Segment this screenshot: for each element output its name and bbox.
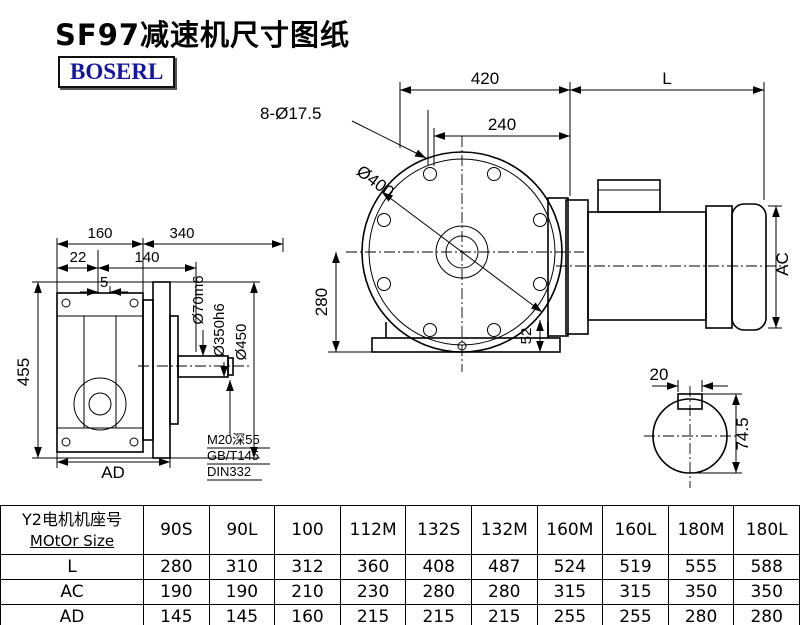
dim-20-label: 20 — [650, 365, 669, 384]
cell: 230 — [339, 579, 407, 605]
motor-size-table: Y2电机机座号 MOtOr Size 90S 90L 100 112M 132S… — [0, 505, 800, 625]
header-motor-size-en: MOtOr Size — [29, 532, 115, 550]
cell: 312 — [274, 554, 341, 580]
header-motor-size: Y2电机机座号 MOtOr Size — [0, 505, 144, 555]
tap-note-line1: M20深55 — [207, 432, 260, 447]
cell: 310 — [208, 554, 276, 580]
dim-240-label: 240 — [488, 115, 516, 134]
col-header: 112M — [339, 505, 407, 555]
dim-22-label: 22 — [70, 249, 87, 266]
cell: 215 — [470, 604, 538, 625]
cell: 280 — [733, 604, 800, 625]
cell: 280 — [470, 579, 538, 605]
dim-450-label: Ø450 — [233, 324, 250, 361]
table-row-L: L 280 310 312 360 408 487 524 519 555 58… — [0, 554, 800, 580]
col-header: 100 — [274, 505, 341, 555]
cell: 588 — [733, 554, 800, 580]
dim-74_5-label: 74.5 — [733, 417, 752, 450]
dim-280-label: 280 — [312, 288, 331, 316]
front-view: Ø400 — [346, 136, 584, 372]
cell: 315 — [536, 579, 604, 605]
dim-L-label: L — [662, 69, 671, 88]
row-label: AD — [0, 604, 144, 625]
cell: 190 — [208, 579, 276, 605]
col-header: 180L — [733, 505, 800, 555]
cell: 145 — [143, 604, 210, 625]
col-header: 180M — [667, 505, 735, 555]
col-header: 132M — [470, 505, 538, 555]
dim-52-label: 52 — [518, 328, 535, 345]
motor-view — [556, 179, 786, 335]
row-label: L — [0, 554, 144, 580]
dim-350h6-label: Ø350h6 — [211, 303, 228, 356]
tap-note-line3: DIN332 — [207, 464, 251, 479]
dim-70m6-label: Ø70m6 — [190, 275, 207, 324]
col-header: 90L — [208, 505, 276, 555]
cell: 524 — [536, 554, 604, 580]
col-header: 132S — [405, 505, 472, 555]
header-motor-size-cn: Y2电机机座号 — [22, 510, 122, 529]
cell: 280 — [667, 604, 735, 625]
dim-160-label: 160 — [87, 225, 112, 242]
dimensions: 420 L 240 8-Ø17.5 280 52 AC — [14, 69, 792, 482]
cell: 160 — [274, 604, 341, 625]
dim-140-label: 140 — [134, 249, 159, 266]
table-header-row: Y2电机机座号 MOtOr Size 90S 90L 100 112M 132S… — [0, 505, 800, 555]
col-header: 160M — [536, 505, 604, 555]
dim-340-label: 340 — [169, 225, 194, 242]
cell: 315 — [602, 579, 669, 605]
cell: 255 — [536, 604, 604, 625]
cell: 215 — [405, 604, 472, 625]
cell: 190 — [143, 579, 210, 605]
cell: 280 — [143, 554, 210, 580]
dim-455-label: 455 — [14, 358, 33, 386]
cell: 408 — [405, 554, 472, 580]
cell: 519 — [602, 554, 669, 580]
col-header: 160L — [602, 505, 669, 555]
cell: 487 — [470, 554, 538, 580]
col-header: 90S — [143, 505, 210, 555]
cell: 280 — [405, 579, 472, 605]
bolt-holes-label: 8-Ø17.5 — [260, 104, 321, 123]
cell: 350 — [667, 579, 735, 605]
cell: 210 — [274, 579, 341, 605]
cell: 350 — [733, 579, 800, 605]
cell: 555 — [667, 554, 735, 580]
table-row-AC: AC 190 190 210 230 280 280 315 315 350 3… — [0, 579, 800, 605]
row-label: AC — [0, 579, 144, 605]
cell: 255 — [602, 604, 669, 625]
page-title: SF97减速机尺寸图纸 — [55, 18, 351, 52]
table-row-AD: AD 145 145 160 215 215 215 255 255 280 2… — [0, 604, 800, 625]
dim-AD-label: AD — [101, 463, 125, 482]
tap-note-line2: GB/T145 — [207, 448, 259, 463]
cell: 360 — [339, 554, 407, 580]
brand-logo: BOSERL — [58, 56, 176, 88]
dim-400-label: Ø400 — [353, 162, 398, 202]
technical-drawing: Ø400 — [14, 69, 792, 488]
dim-420-label: 420 — [471, 69, 499, 88]
side-view — [56, 281, 250, 459]
dim-AC-label: AC — [773, 252, 792, 276]
cell: 145 — [208, 604, 276, 625]
cell: 215 — [339, 604, 407, 625]
